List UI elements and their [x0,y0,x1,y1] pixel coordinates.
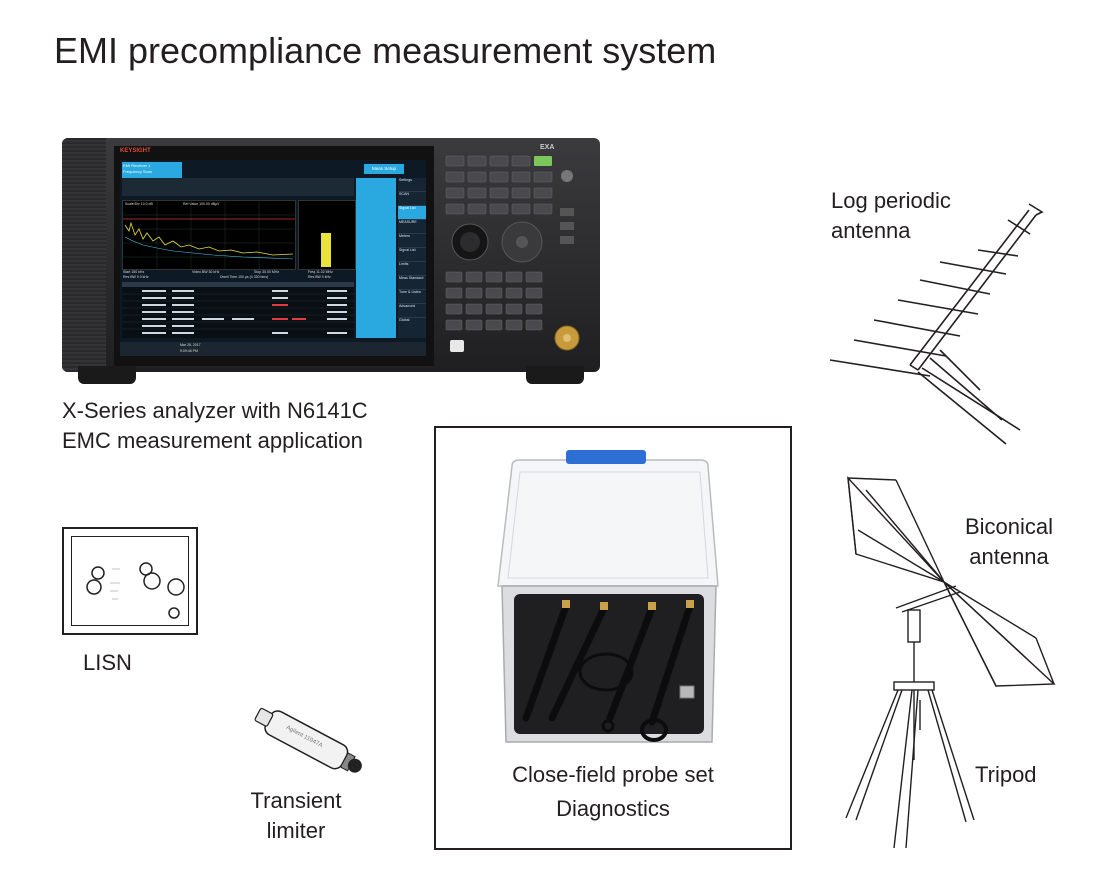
video-bw: Video BW 30 kHz [192,270,220,274]
analyzer-left-handle [62,138,106,372]
transient-limiter [254,707,362,773]
screen-tab: EMI Receiver 1 Frequency Scan [122,162,182,178]
limiter-caption-line1: Transient [250,788,342,813]
biconical-caption-line1: Biconical [965,514,1054,539]
limiter-caption: Transient limiter [245,786,347,846]
settings-panel [356,178,396,338]
signal-table [122,282,354,338]
menu-item-tune-listen[interactable]: Tune & Listen [398,290,426,304]
spectrum-trace [123,201,295,269]
menu-item-settings[interactable]: Settings [398,178,426,192]
probe-set-caption: Close-field probe set Diagnostics [434,758,792,826]
lisn-device [62,527,198,635]
menu-item-signal-list-b[interactable]: Signal List [398,248,426,262]
analyzer-brand: KEYSIGHT [120,148,151,154]
analyzer-caption-line2: EMC measurement application [62,428,363,453]
res-bw-readout: Res BW 9 kHz [308,275,331,279]
lisn-connectors [86,562,185,619]
probe-set-caption-line1: Close-field probe set [512,762,714,787]
meas-setup-label[interactable]: Meas Setup [364,164,404,174]
lisn-panel [71,536,189,626]
start-freq: Start 150 kHz [123,270,145,274]
stop-freq: Stop 30.00 MHz [254,270,280,274]
menu-item-signal-list-a[interactable]: Signal List [398,206,426,220]
menu-item-meas-standard[interactable]: Meas Standard [398,276,426,290]
lisn-caption: LISN [83,650,132,675]
meter-bar [321,233,331,267]
signal-table-rows [122,290,354,334]
log-periodic-caption-line1: Log periodic [831,188,951,213]
menu-item-measure[interactable]: MEASURE [398,220,426,234]
log-periodic-caption: Log periodic antenna [831,186,951,246]
menu-item-global[interactable]: Global [399,318,410,322]
scale-label: Scale/Div 10.0 dB [125,202,153,206]
biconical-caption-line2: antenna [969,544,1049,569]
screen-header-info [122,178,354,196]
probe-set-caption-line2: Diagnostics [556,796,670,821]
menu-item-limits[interactable]: Limits [398,262,426,276]
analyzer-screen-bezel: KEYSIGHT EMI Receiver 1 Frequency Scan M… [114,146,434,366]
analyzer-keypad [442,152,592,362]
case-latch-shape [566,450,646,464]
biconical-antenna [847,475,1056,687]
screen-subtab-label: Frequency Scan [123,169,153,174]
log-periodic-caption-line2: antenna [831,218,911,243]
screen-tab-label: EMI Receiver 1 [123,163,151,168]
page-title: EMI precompliance measurement system [54,30,717,71]
biconical-caption: Biconical antenna [965,512,1053,572]
probe-set-frame [434,426,792,850]
analyzer-controls [445,155,580,352]
tripod-stand [845,609,975,849]
analyzer-caption: X-Series analyzer with N6141C EMC measur… [62,396,368,456]
log-periodic-antenna [829,203,1044,445]
ref-label: Ref Value 100.00 dBµV [183,202,220,206]
menu-item-meters[interactable]: Meters [398,234,426,248]
limiter-caption-line2: limiter [266,818,326,843]
screen-status-bar: Mar 25, 2017 9:09:46 PM [120,342,426,356]
tripod-caption: Tripod [975,762,1037,787]
probe-case [497,450,719,743]
analyzer-foot-right [526,366,584,384]
signal-table-header [122,282,354,287]
freq-readout: Freq 11.02 MHz [308,270,333,274]
status-date: Mar 25, 2017 [180,343,201,347]
softkey-menu: Settings SCAN Signal List MEASURE Meters… [398,178,426,338]
dwell-time: Dwell Time 100 µs (4 330 bins) [220,275,269,279]
status-clock: 9:09:46 PM [180,349,198,353]
analyzer-screen: EMI Receiver 1 Frequency Scan Meas Setup… [120,160,426,356]
analyzer-foot-left [78,366,136,384]
menu-item-scan[interactable]: SCAN [398,192,426,206]
res-bw: Res BW 9.0 kHz [123,275,149,279]
biconical-antenna-tripod [845,475,1056,849]
analyzer-model: EXA [540,144,555,151]
spectrum-plot: Scale/Div 10.0 dB Ref Value 100.00 dBµV [122,200,296,270]
analyzer-caption-line1: X-Series analyzer with N6141C [62,398,368,423]
meter-panel [298,200,356,270]
menu-item-advanced[interactable]: Advanced [398,304,426,318]
signal-analyzer: KEYSIGHT EMI Receiver 1 Frequency Scan M… [62,138,600,386]
